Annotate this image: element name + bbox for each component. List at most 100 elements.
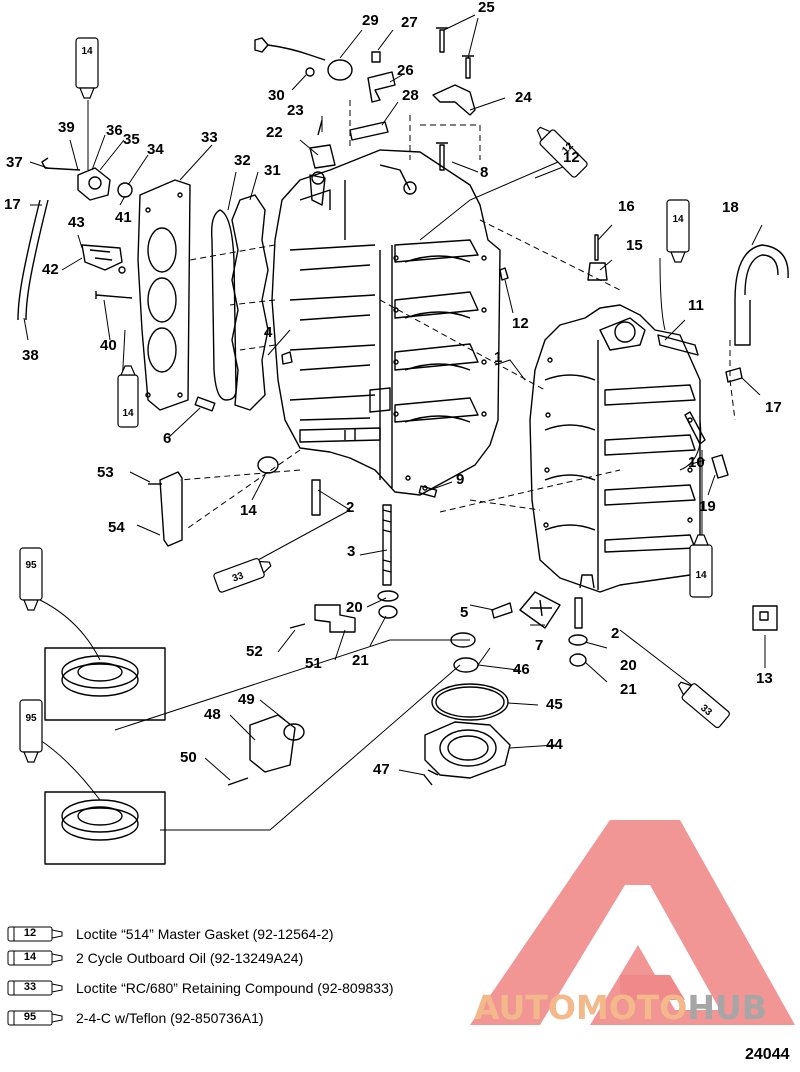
legend-text: Loctite “514” Master Gasket (92-12564-2) bbox=[76, 926, 334, 942]
tube-14-right-upper bbox=[666, 199, 690, 263]
seal-detail-box-top bbox=[44, 647, 166, 721]
callout-34: 34 bbox=[147, 141, 164, 158]
callout-54: 54 bbox=[108, 519, 125, 536]
callout-15: 15 bbox=[626, 237, 643, 254]
callout-44: 44 bbox=[546, 736, 563, 753]
callout-21: 21 bbox=[352, 652, 369, 669]
callout-31: 31 bbox=[264, 162, 281, 179]
tube-icon: 33 bbox=[6, 979, 66, 997]
callout-21: 21 bbox=[620, 681, 637, 698]
callout-19: 19 bbox=[699, 498, 716, 515]
legend-code: 14 bbox=[23, 951, 37, 963]
callout-41: 41 bbox=[115, 209, 132, 226]
tube-icon: 12 bbox=[6, 925, 66, 943]
callout-38: 38 bbox=[22, 347, 39, 364]
tube-label-14: 14 bbox=[122, 408, 134, 419]
callout-20: 20 bbox=[620, 657, 637, 674]
legend-text: Loctite “RC/680” Retaining Compound (92-… bbox=[76, 980, 394, 996]
sensor-wire-29 bbox=[254, 37, 326, 61]
tube-label-14: 14 bbox=[81, 46, 93, 57]
part-13 bbox=[752, 605, 778, 631]
callout-11: 11 bbox=[688, 297, 704, 314]
callout-16: 16 bbox=[618, 198, 635, 215]
callout-18: 18 bbox=[722, 199, 739, 216]
tube-95-upper bbox=[19, 547, 43, 611]
legend-text: 2-4-C w/Teflon (92-850736A1) bbox=[76, 1010, 264, 1026]
seal-detail-box-bottom bbox=[44, 791, 166, 865]
tube-14-left-lower bbox=[117, 365, 139, 428]
legend-row: 95 2-4-C w/Teflon (92-850736A1) bbox=[6, 1006, 264, 1030]
callout-7: 7 bbox=[535, 637, 544, 654]
seal-14 bbox=[257, 456, 279, 474]
legend-code: 33 bbox=[23, 981, 37, 993]
callout-36: 36 bbox=[106, 122, 123, 139]
o-ring-45 bbox=[431, 683, 509, 721]
stud-3 bbox=[382, 504, 392, 586]
callout-45: 45 bbox=[546, 696, 563, 713]
callout-3: 3 bbox=[347, 543, 356, 560]
callout-25: 25 bbox=[478, 0, 495, 16]
dowel-6 bbox=[194, 396, 216, 412]
callout-35: 35 bbox=[123, 131, 140, 148]
callout-46: 46 bbox=[513, 661, 530, 678]
callout-29: 29 bbox=[362, 12, 379, 29]
sealant-tubes bbox=[19, 37, 730, 763]
stud-2 bbox=[311, 479, 321, 516]
gasket-31 bbox=[231, 194, 269, 411]
callout-23: 23 bbox=[287, 102, 304, 119]
callout-6: 6 bbox=[163, 430, 172, 447]
tube-95-lower bbox=[19, 699, 43, 763]
crankcase-cover bbox=[529, 304, 701, 593]
callout-37: 37 bbox=[6, 154, 23, 171]
tube-12-top-right bbox=[536, 126, 588, 178]
watermark-text: AUTOMOTOHUB bbox=[474, 988, 767, 1027]
tube-33-left bbox=[213, 557, 272, 593]
callout-53: 53 bbox=[97, 464, 114, 481]
tube-label-95: 95 bbox=[25, 560, 37, 571]
callout-2: 2 bbox=[346, 499, 355, 516]
callout-48: 48 bbox=[204, 706, 221, 723]
callout-22: 22 bbox=[266, 124, 283, 141]
callout-42: 42 bbox=[42, 261, 59, 278]
tube-label-14: 14 bbox=[695, 570, 707, 581]
callout-13: 13 bbox=[756, 670, 773, 687]
callout-17: 17 bbox=[4, 196, 21, 213]
gasket-32 bbox=[210, 209, 237, 401]
figure-number: 24044 bbox=[745, 1046, 790, 1063]
callout-1: 1 bbox=[494, 349, 503, 366]
callout-51: 51 bbox=[305, 655, 322, 672]
callout-20: 20 bbox=[346, 599, 363, 616]
callout-28: 28 bbox=[402, 87, 419, 104]
legend-row: 12 Loctite “514” Master Gasket (92-12564… bbox=[6, 922, 334, 946]
watermark-text-a: AUTOMOTO bbox=[474, 988, 688, 1027]
plate-48 bbox=[249, 714, 296, 773]
legend-row: 33 Loctite “RC/680” Retaining Compound (… bbox=[6, 976, 394, 1000]
callout-9: 9 bbox=[456, 471, 465, 488]
tube-icon: 95 bbox=[6, 1009, 66, 1027]
callout-33: 33 bbox=[201, 129, 218, 146]
callout-32: 32 bbox=[234, 152, 251, 169]
cylinder-block bbox=[271, 149, 501, 496]
tube-33-right bbox=[677, 681, 730, 729]
legend-code: 12 bbox=[23, 927, 37, 939]
callout-8: 8 bbox=[480, 164, 489, 181]
tube-14-right-lower bbox=[689, 534, 713, 598]
callout-17: 17 bbox=[765, 399, 782, 416]
cover-44 bbox=[424, 721, 511, 779]
callout-24: 24 bbox=[515, 89, 532, 106]
callout-49: 49 bbox=[238, 691, 255, 708]
callout-14: 14 bbox=[240, 502, 257, 519]
callout-2: 2 bbox=[611, 625, 620, 642]
callout-50: 50 bbox=[180, 749, 197, 766]
legend-text: 2 Cycle Outboard Oil (92-13249A24) bbox=[76, 950, 304, 966]
callout-26: 26 bbox=[397, 62, 414, 79]
tube-14-top-left bbox=[75, 37, 99, 99]
legend-row: 14 2 Cycle Outboard Oil (92-13249A24) bbox=[6, 946, 303, 970]
callout-30: 30 bbox=[268, 87, 285, 104]
callout-12: 12 bbox=[512, 315, 529, 332]
callout-43: 43 bbox=[68, 214, 85, 231]
watermark-text-b: HUB bbox=[687, 988, 767, 1027]
callout-27: 27 bbox=[401, 14, 418, 31]
automotohub-logo bbox=[470, 820, 795, 1025]
